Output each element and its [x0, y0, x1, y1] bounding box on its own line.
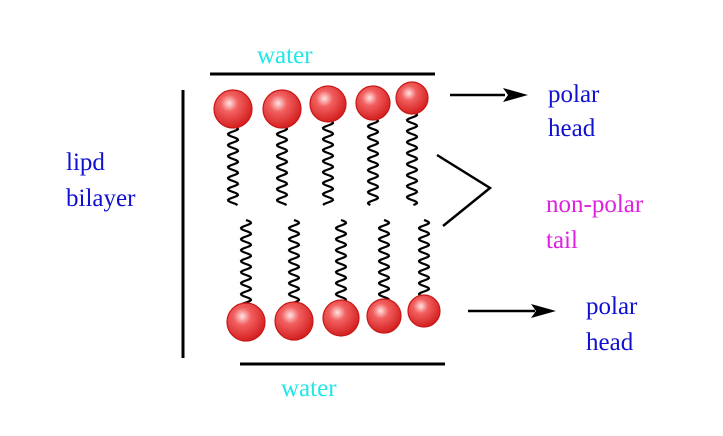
lower-lipid-tail-3: [334, 218, 348, 304]
polar-head-label-bottom-line1: polar: [586, 293, 638, 320]
upper-lipid-tail-2: [275, 124, 289, 206]
water-label-top: water: [257, 42, 313, 69]
lower-polar-head-4: [366, 298, 402, 334]
bilayer-label-line2: bilayer: [66, 185, 136, 212]
polar-head-label-top-line1: polar: [548, 81, 600, 108]
lower-lipid-tail-4: [377, 218, 391, 302]
lipid-heads: [213, 81, 441, 342]
upper-polar-head-3: [309, 85, 347, 123]
lower-lipid-tail-5: [417, 218, 431, 299]
arrow-top-polar-head: [450, 88, 528, 102]
upper-polar-head-5: [395, 81, 429, 115]
lipid-tails: [226, 110, 431, 306]
bilayer-label-line1: lipd: [66, 149, 105, 176]
lower-polar-head-5: [407, 294, 441, 328]
upper-polar-head-2: [262, 89, 302, 129]
upper-polar-head-1: [213, 89, 253, 129]
nonpolar-tail-label-line1: non-polar: [546, 191, 644, 218]
upper-polar-head-4: [355, 85, 391, 121]
nonpolar-tail-label-line2: tail: [546, 227, 578, 254]
lower-lipid-tail-1: [239, 218, 253, 306]
upper-lipid-tail-1: [226, 124, 240, 206]
lower-polar-head-1: [226, 302, 266, 342]
lower-polar-head-3: [322, 299, 360, 337]
upper-lipid-tail-4: [366, 116, 380, 206]
upper-lipid-tail-3: [321, 118, 335, 206]
upper-lipid-tail-5: [405, 110, 419, 207]
polar-head-label-bottom-line2: head: [586, 329, 634, 356]
arrow-bottom-polar-head: [468, 304, 556, 318]
polar-head-label-top-line2: head: [548, 115, 596, 142]
nonpolar-tail-bracket: [436, 153, 493, 227]
lower-polar-head-2: [274, 301, 314, 341]
water-label-bottom: water: [281, 375, 337, 402]
lower-lipid-tail-2: [287, 218, 301, 306]
